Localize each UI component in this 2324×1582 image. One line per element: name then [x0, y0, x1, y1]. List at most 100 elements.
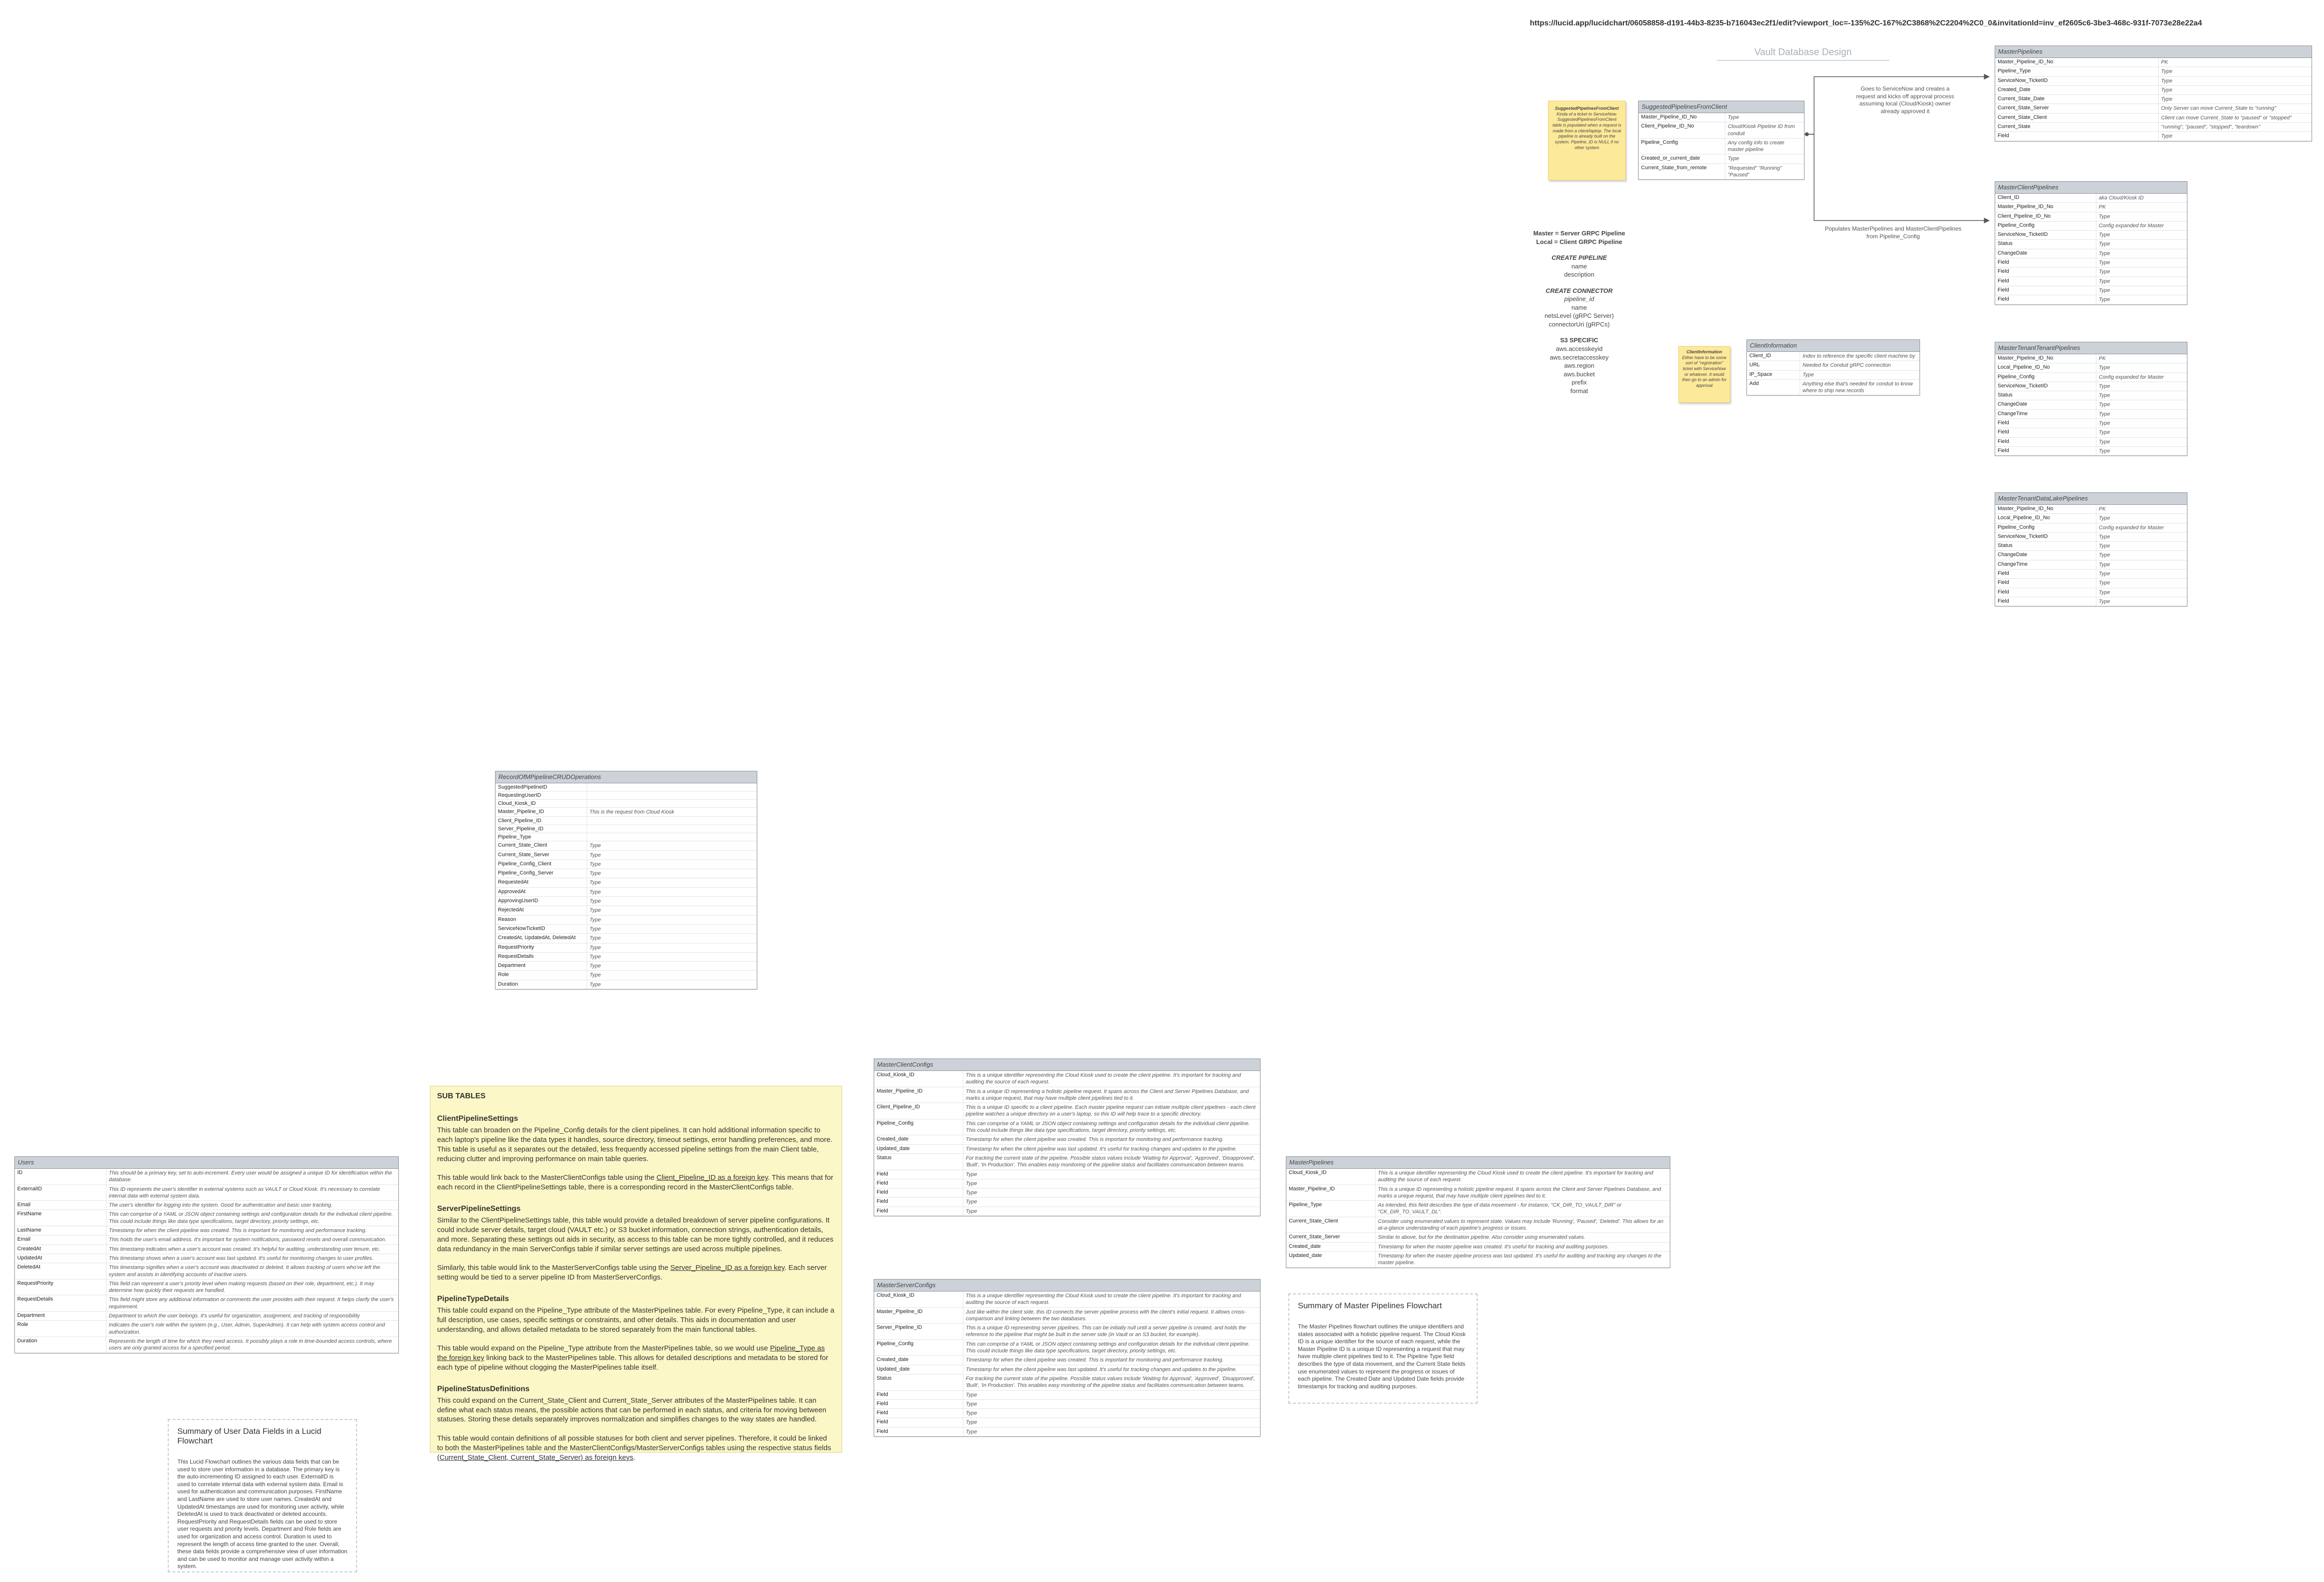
- table-row[interactable]: Client_Pipeline_ID: [496, 817, 757, 826]
- table-row[interactable]: RequestingUserID: [496, 791, 757, 800]
- summary-master-box[interactable]: Summary of Master Pipelines Flowchart Th…: [1288, 1293, 1478, 1404]
- summary-users-box[interactable]: Summary of User Data Fields in a Lucid F…: [168, 1419, 357, 1572]
- table-row[interactable]: Current_State"running", "paused", "stopp…: [1995, 123, 2312, 132]
- table-row[interactable]: SuggestedPipelineID: [496, 783, 757, 791]
- page-url[interactable]: https://lucid.app/lucidchart/06058858-d1…: [1530, 19, 2202, 27]
- connector-populates[interactable]: [1804, 134, 1990, 223]
- sticky-note-suggested[interactable]: SuggestedPipelinesFromClient Kinda of a …: [1548, 101, 1626, 180]
- table-row[interactable]: Pipeline_Type: [496, 833, 757, 842]
- table-row[interactable]: Server_Pipeline_ID: [496, 825, 757, 834]
